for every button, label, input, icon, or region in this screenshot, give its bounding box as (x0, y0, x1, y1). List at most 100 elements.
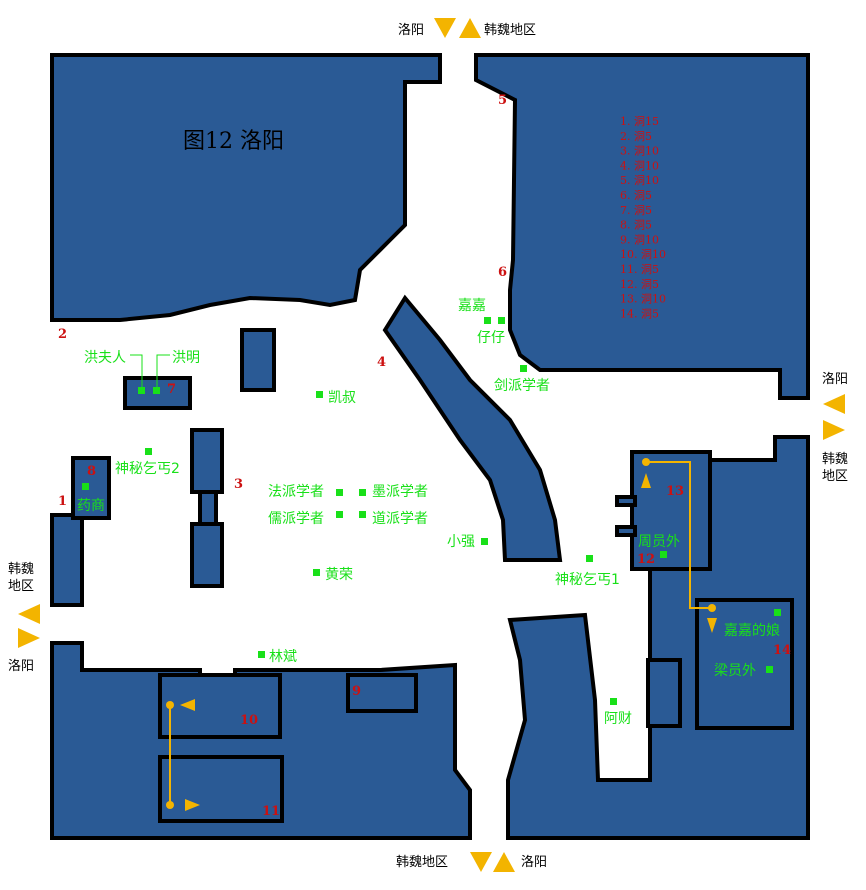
npc-label-hongfuren: 洪夫人 (84, 350, 126, 366)
legend-item: 1. 洞15 (620, 115, 659, 128)
npc-label-yaoshang: 药商 (77, 498, 105, 514)
npc-dot-rupai[interactable] (336, 511, 343, 518)
building-11 (158, 755, 284, 823)
npc-label-zaizai: 仔仔 (477, 330, 505, 346)
legend-item: 11. 洞5 (620, 263, 659, 276)
building-13 (630, 450, 712, 571)
npc-dot-mopai[interactable] (359, 489, 366, 496)
marker-9: 9 (352, 684, 361, 699)
npc-dot-zaizai[interactable] (498, 317, 505, 324)
npc-dot-qigai2[interactable] (145, 448, 152, 455)
exit-south-luoyang[interactable]: 洛阳 (521, 855, 547, 870)
npc-dot-qigai1[interactable] (586, 555, 593, 562)
legend-item: 7. 洞5 (620, 204, 652, 217)
exit-arrow-east-right[interactable] (823, 420, 845, 440)
npc-label-fapai: 法派学者 (268, 484, 324, 500)
exit-west-hanwei-1[interactable]: 韩魏 (8, 562, 34, 577)
legend-item: 2. 洞5 (620, 130, 652, 143)
exit-arrow-west-left[interactable] (18, 604, 40, 624)
npc-dot-jiajianiang[interactable] (774, 609, 781, 616)
exit-east-hanwei-1[interactable]: 韩魏 (822, 452, 848, 467)
legend-item: 8. 洞5 (620, 219, 652, 232)
npc-label-jiajia: 嘉嘉 (458, 298, 486, 314)
legend-item: 13. 洞10 (620, 293, 666, 306)
exit-arrow-north-up[interactable] (459, 18, 481, 38)
building-yaoshang (71, 456, 111, 520)
exit-east-luoyang[interactable]: 洛阳 (822, 372, 848, 387)
exit-west-luoyang[interactable]: 洛阳 (8, 659, 34, 674)
legend-item: 3. 洞10 (620, 145, 659, 158)
building-diagonal (382, 294, 563, 562)
npc-dot-fapai[interactable] (336, 489, 343, 496)
npc-dot-jianpai[interactable] (520, 365, 527, 372)
building-door-b (615, 525, 637, 537)
npc-dot-hongming[interactable] (153, 387, 160, 394)
marker-3: 3 (234, 477, 243, 492)
route-dot-c (166, 701, 174, 709)
npc-dot-liangyuanwai[interactable] (766, 666, 773, 673)
legend-item: 10. 洞10 (620, 248, 666, 261)
exit-arrow-east-left[interactable] (823, 394, 845, 414)
marker-5: 5 (498, 93, 507, 108)
npc-label-hongming: 洪明 (172, 350, 200, 366)
building-southeast (506, 435, 810, 840)
building-northwest (50, 53, 442, 322)
marker-6: 6 (498, 265, 507, 280)
legend-item: 14. 洞5 (620, 307, 659, 320)
npc-dot-daopai[interactable] (359, 511, 366, 518)
npc-dot-jiajia[interactable] (484, 317, 491, 324)
exit-north-hanwei[interactable]: 韩魏地区 (484, 23, 536, 38)
npc-label-jianpai: 剑派学者 (494, 378, 550, 394)
exit-west-hanwei-2[interactable]: 地区 (8, 579, 34, 594)
npc-label-liangyuanwai: 梁员外 (714, 663, 756, 679)
route-dot-d (166, 801, 174, 809)
exit-arrow-south-down[interactable] (470, 852, 492, 872)
marker-11: 11 (262, 804, 280, 819)
npc-label-xiaoqiang: 小强 (447, 534, 475, 550)
exit-north-luoyang[interactable]: 洛阳 (398, 23, 424, 38)
npc-dot-linbin[interactable] (258, 651, 265, 658)
marker-2: 2 (58, 327, 67, 342)
exit-south-hanwei[interactable]: 韩魏地区 (396, 855, 448, 870)
npc-label-linbin: 林斌 (269, 649, 297, 665)
building-9 (346, 673, 418, 713)
route-dot-a (642, 458, 650, 466)
arrow-left-10 (180, 699, 195, 711)
npc-label-daopai: 道派学者 (372, 511, 428, 527)
marker-7: 7 (167, 382, 176, 397)
arrow-right-11 (185, 799, 200, 811)
route-dot-b (708, 604, 716, 612)
marker-12: 12 (637, 552, 655, 567)
npc-dot-zhouyuanwai[interactable] (660, 551, 667, 558)
legend-item: 6. 洞5 (620, 189, 652, 202)
npc-dot-kaishu[interactable] (316, 391, 323, 398)
npc-dot-hongfuren[interactable] (138, 387, 145, 394)
exit-arrow-north-down[interactable] (434, 18, 456, 38)
npc-dot-huangrong[interactable] (313, 569, 320, 576)
exit-arrow-south-up[interactable] (493, 852, 515, 872)
npc-label-huangrong: 黄荣 (325, 566, 353, 583)
building-west-strip (50, 513, 84, 607)
building-pillar-b2 (198, 490, 218, 526)
marker-4: 4 (377, 355, 386, 370)
map-title: 图12 洛阳 (183, 129, 284, 154)
npc-dot-yaoshang[interactable] (82, 483, 89, 490)
building-pillar-b3 (190, 522, 224, 588)
npc-dot-afai[interactable] (610, 698, 617, 705)
npc-dot-xiaoqiang[interactable] (481, 538, 488, 545)
marker-10: 10 (240, 713, 258, 728)
npc-label-qigai2: 神秘乞丐2 (115, 461, 180, 477)
exit-east-hanwei-2[interactable]: 地区 (822, 469, 848, 484)
exit-arrow-west-right[interactable] (18, 628, 40, 648)
npc-label-zhouyuanwai: 周员外 (638, 534, 680, 550)
legend-item: 9. 洞10 (620, 233, 659, 246)
npc-line-hongfuren (130, 354, 143, 390)
npc-label-afai: 阿财 (604, 711, 632, 727)
building-pillar-a (240, 328, 276, 392)
route-13-14 (646, 461, 712, 609)
building-door-a (615, 495, 637, 507)
marker-13: 13 (666, 484, 684, 499)
npc-label-jiajianiang: 嘉嘉的娘 (724, 623, 780, 639)
